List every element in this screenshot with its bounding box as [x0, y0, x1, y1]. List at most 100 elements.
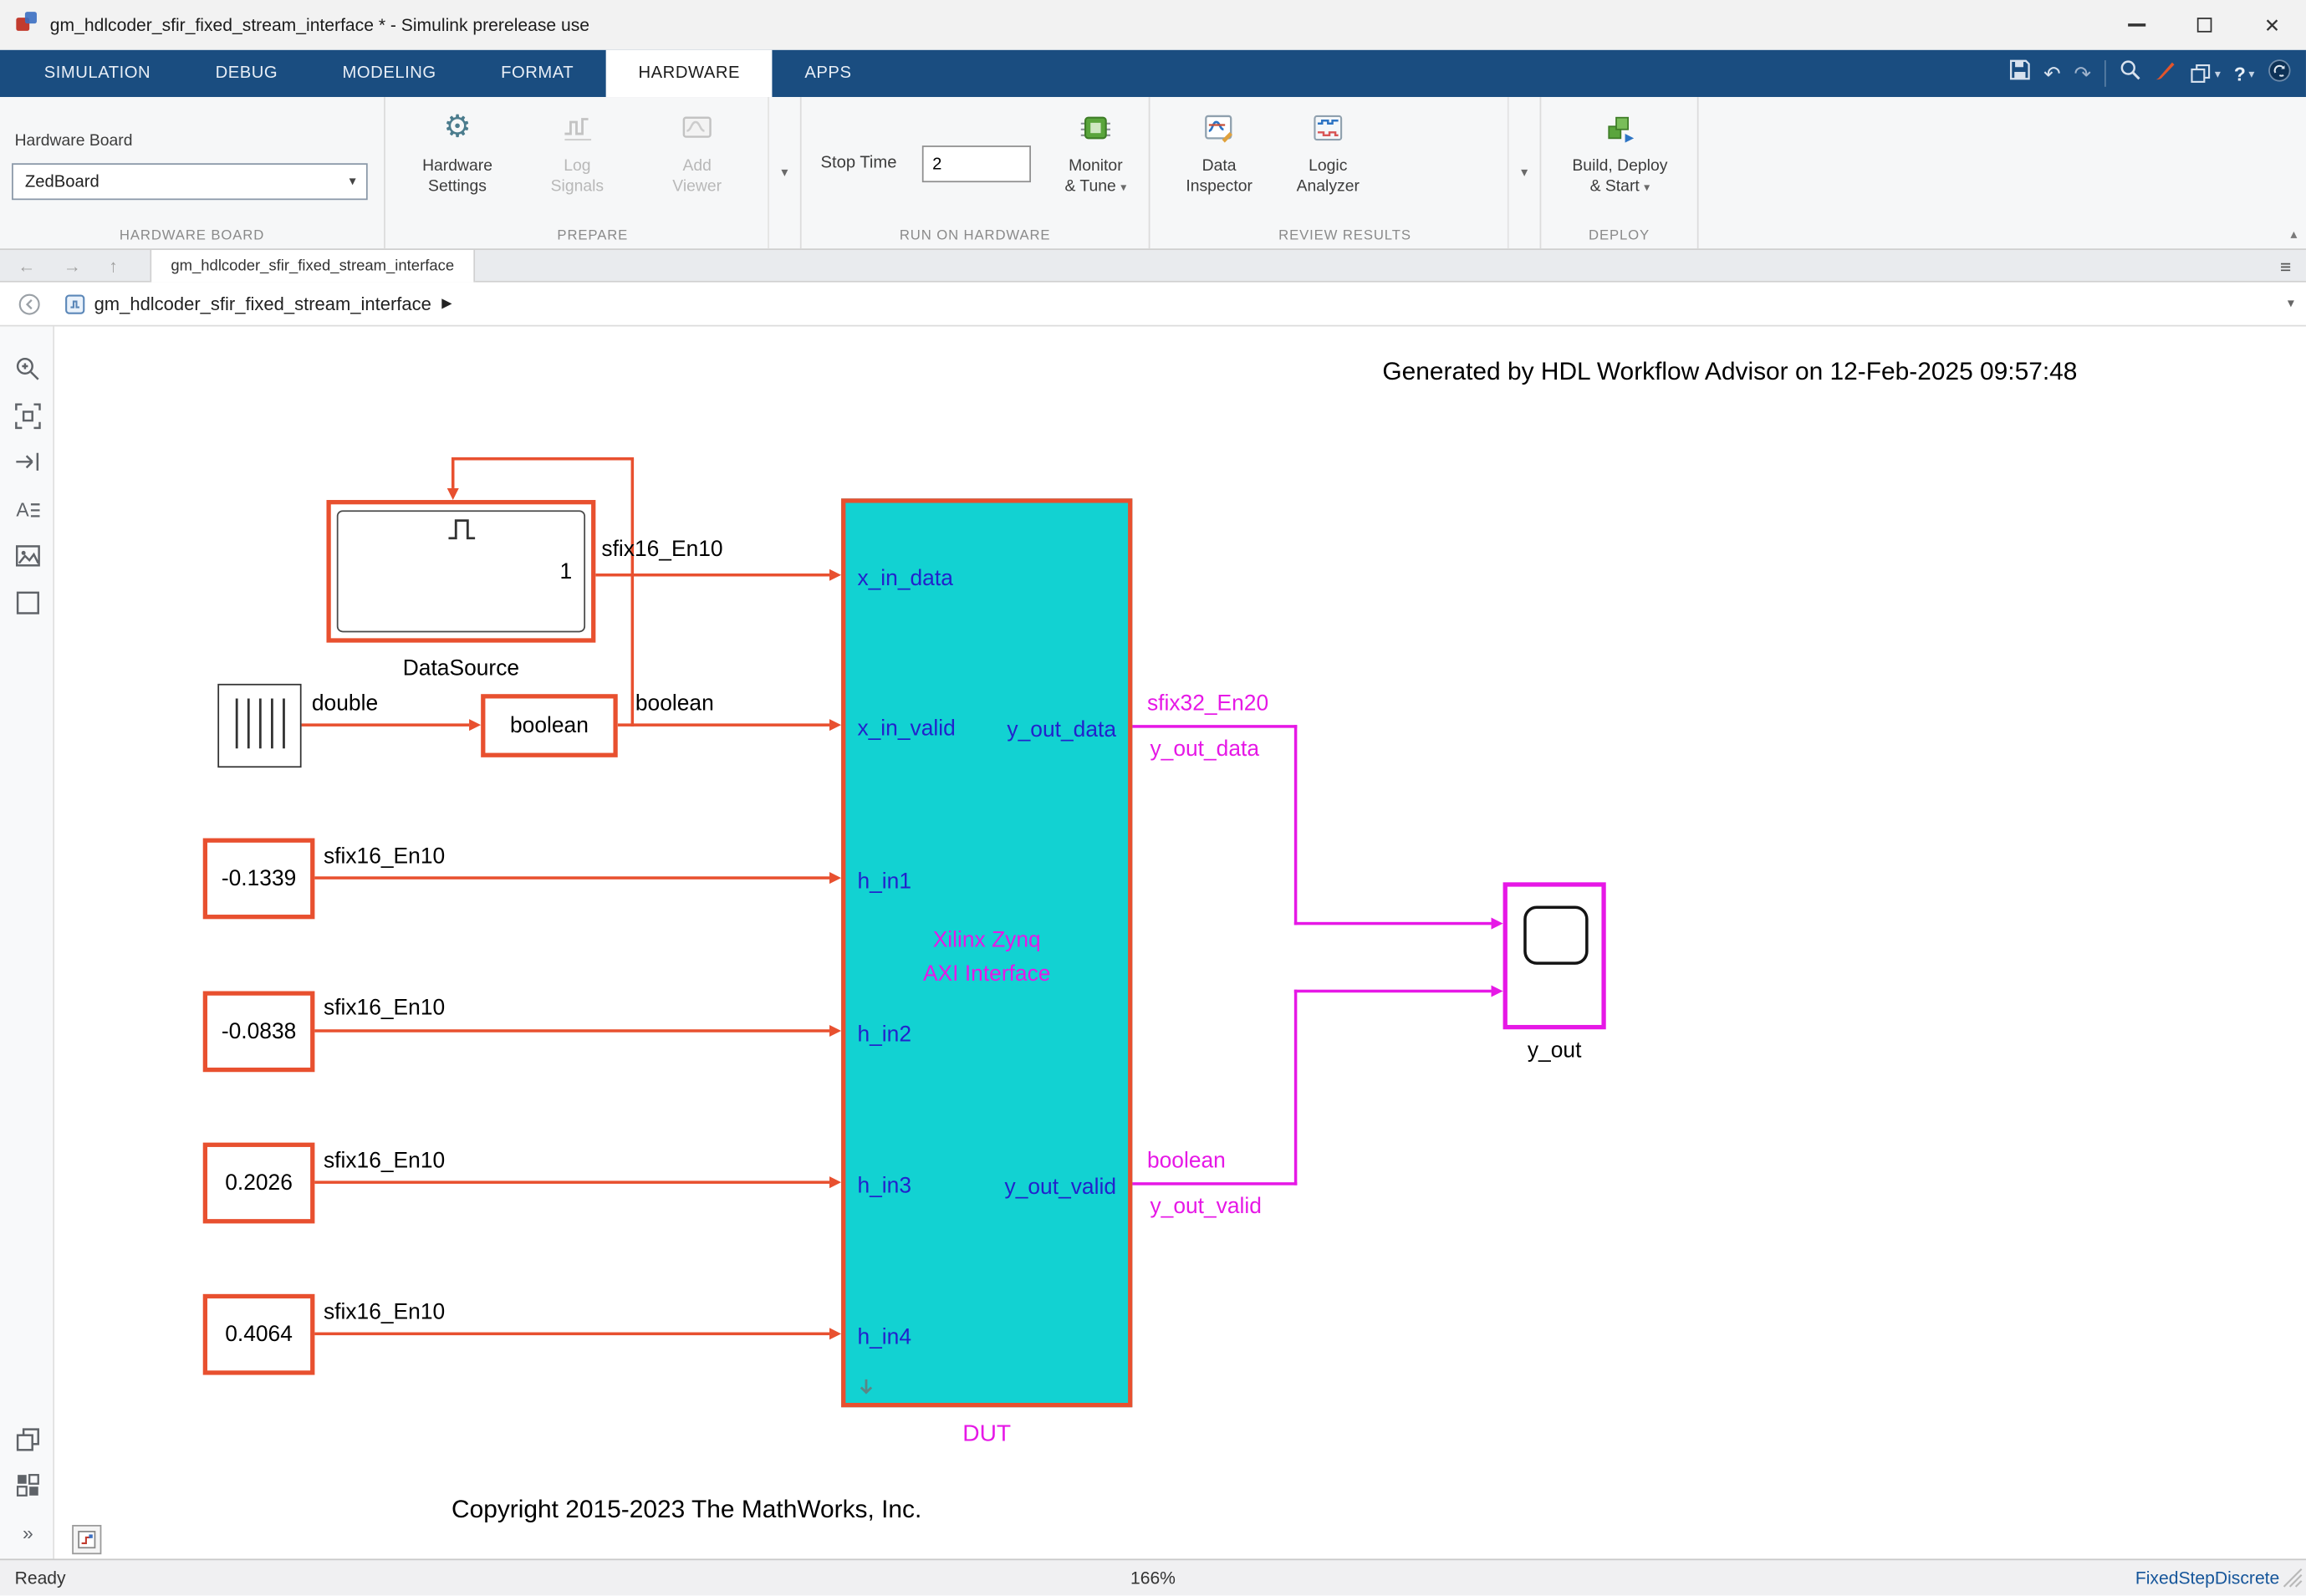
wire-y-out-valid[interactable]: [1293, 990, 1297, 1186]
breadcrumb-dropdown-icon[interactable]: ▾: [2287, 295, 2294, 311]
compare-windows-icon[interactable]: [12, 1424, 44, 1456]
search-icon[interactable]: [2120, 59, 2141, 88]
wire-h-in4[interactable]: [314, 1333, 830, 1335]
close-button[interactable]: ✕: [2263, 13, 2281, 37]
add-viewer-button[interactable]: Add Viewer: [647, 105, 747, 234]
solver-name[interactable]: FixedStepDiscrete: [2135, 1567, 2280, 1588]
arrowhead: [1491, 916, 1503, 929]
data-inspector-button[interactable]: Data Inspector: [1174, 105, 1265, 234]
grid-view-icon[interactable]: [12, 1469, 44, 1502]
log-signals-button[interactable]: Log Signals: [529, 105, 625, 234]
tab-modeling[interactable]: MODELING: [342, 64, 436, 83]
tab-hardware[interactable]: HARDWARE: [605, 49, 773, 98]
chevron-down-icon: ▾: [1120, 181, 1127, 195]
redo-icon[interactable]: ↷: [2074, 61, 2092, 86]
save-icon[interactable]: [2008, 59, 2030, 88]
dut-block[interactable]: x_in_data x_in_valid h_in1 h_in2 h_in3 h…: [841, 498, 1133, 1408]
wire-h-in3[interactable]: [314, 1180, 830, 1184]
scope-block[interactable]: [1502, 882, 1606, 1030]
highlight-brush-icon[interactable]: [2155, 59, 2176, 88]
clock-source-block[interactable]: [217, 683, 302, 768]
model-tab[interactable]: gm_hdlcoder_sfir_fixed_stream_interface: [150, 250, 476, 283]
navigate-down-icon[interactable]: [857, 1378, 875, 1405]
data-inspector-icon: [1203, 105, 1236, 151]
dut-title: AXI Interface: [922, 961, 1051, 987]
wire-feedback-drop[interactable]: [452, 458, 455, 488]
build-deploy-start-button[interactable]: Build, Deploy & Start ▾: [1547, 105, 1692, 234]
port-label: x_in_valid: [857, 716, 956, 742]
wire-y-out-valid[interactable]: [1132, 1182, 1297, 1186]
signal-type-label: sfix16_En10: [323, 995, 446, 1021]
port-label: x_in_data: [857, 566, 953, 592]
arrowhead: [829, 871, 842, 884]
constant-block[interactable]: 0.2026: [202, 1142, 315, 1224]
wire-feedback-vertical[interactable]: [631, 458, 634, 727]
tab-list-icon[interactable]: ≡: [2280, 255, 2292, 278]
button-label: Logic: [1309, 157, 1348, 176]
wire-y-out-data[interactable]: [1293, 725, 1297, 925]
section-label: HARDWARE BOARD: [119, 227, 265, 244]
wire-clock-to-boolean[interactable]: [301, 723, 470, 727]
area-box-icon[interactable]: [12, 587, 44, 620]
maximize-button[interactable]: [2171, 0, 2238, 50]
button-label: & Start ▾: [1589, 178, 1650, 196]
wire-x-in-data[interactable]: [595, 574, 830, 577]
signal-type-label: sfix16_En10: [323, 1148, 446, 1174]
wire-h-in2[interactable]: [314, 1029, 830, 1033]
sync-icon[interactable]: [2268, 58, 2291, 89]
wire-x-in-valid[interactable]: [617, 723, 830, 727]
monitor-tune-button[interactable]: Monitor & Tune ▾: [1052, 105, 1140, 234]
constant-block[interactable]: -0.1339: [202, 838, 315, 920]
explorer-bar-toggle-icon[interactable]: [18, 292, 41, 315]
datasource-block[interactable]: 1: [326, 500, 596, 643]
up-to-parent-icon[interactable]: ↑: [109, 256, 118, 277]
canvas-palette: A »: [0, 326, 55, 1559]
stop-time-input[interactable]: [921, 145, 1031, 183]
minimize-toolstrip-icon[interactable]: ▴: [2290, 226, 2298, 242]
zoom-icon[interactable]: [12, 353, 44, 385]
tab-debug[interactable]: DEBUG: [215, 64, 278, 83]
logic-analyzer-button[interactable]: Logic Analyzer: [1283, 105, 1374, 234]
tab-format[interactable]: FORMAT: [501, 64, 574, 83]
hardware-board-select[interactable]: ZedBoard ▾: [12, 163, 368, 201]
constant-block[interactable]: 0.4064: [202, 1293, 315, 1375]
wire-y-out-data[interactable]: [1132, 725, 1297, 728]
tab-apps[interactable]: APPS: [804, 64, 852, 83]
hardware-settings-button[interactable]: ⚙ Hardware Settings: [407, 105, 508, 234]
minimize-button[interactable]: [2103, 0, 2171, 50]
fit-to-view-icon[interactable]: [12, 400, 44, 432]
signal-name-label: y_out_valid: [1150, 1194, 1262, 1220]
dut-label: DUT: [962, 1421, 1012, 1447]
quick-access-toolbar: ↶ ↷ ▾ ?▾: [2008, 50, 2292, 97]
signal-type-label: sfix16_En10: [601, 536, 723, 562]
breadcrumb[interactable]: gm_hdlcoder_sfir_fixed_stream_interface: [94, 293, 431, 314]
wire-y-out-valid[interactable]: [1293, 990, 1492, 992]
boolean-block[interactable]: boolean: [481, 694, 618, 757]
logic-analyzer-icon: [1312, 105, 1344, 151]
section-label: RUN ON HARDWARE: [899, 227, 1051, 244]
wire-h-in1[interactable]: [314, 876, 830, 880]
layout-windows-icon[interactable]: ▾: [2190, 63, 2221, 84]
model-canvas[interactable]: Generated by HDL Workflow Advisor on 12-…: [54, 326, 2306, 1559]
review-gallery-expand[interactable]: ▾: [1507, 97, 1540, 249]
document-tab-bar: ← → ↑ gm_hdlcoder_sfir_fixed_stream_inte…: [0, 250, 2306, 283]
section-prepare: ⚙ Hardware Settings Log Signals Add View…: [385, 97, 802, 249]
model-browser-toggle-icon[interactable]: [72, 1524, 102, 1555]
pan-arrows-icon[interactable]: [12, 446, 44, 478]
status-bar: Ready 166% FixedStepDiscrete: [0, 1558, 2306, 1596]
constant-block[interactable]: -0.0838: [202, 991, 315, 1073]
prepare-gallery-expand[interactable]: ▾: [768, 97, 800, 249]
image-icon[interactable]: [12, 540, 44, 573]
help-icon[interactable]: ?▾: [2233, 62, 2255, 85]
undo-icon[interactable]: ↶: [2043, 61, 2061, 86]
more-tools-icon[interactable]: »: [23, 1521, 33, 1543]
wire-feedback-horizontal[interactable]: [452, 457, 634, 461]
arrowhead: [469, 718, 482, 731]
tab-simulation[interactable]: SIMULATION: [43, 64, 151, 83]
wire-y-out-data[interactable]: [1293, 922, 1492, 925]
resize-grip[interactable]: [2283, 1568, 2303, 1593]
annotation-icon[interactable]: A: [12, 492, 44, 525]
back-icon[interactable]: ←: [18, 256, 36, 277]
forward-icon[interactable]: →: [63, 256, 81, 277]
signal-name-label: y_out_data: [1150, 737, 1260, 762]
